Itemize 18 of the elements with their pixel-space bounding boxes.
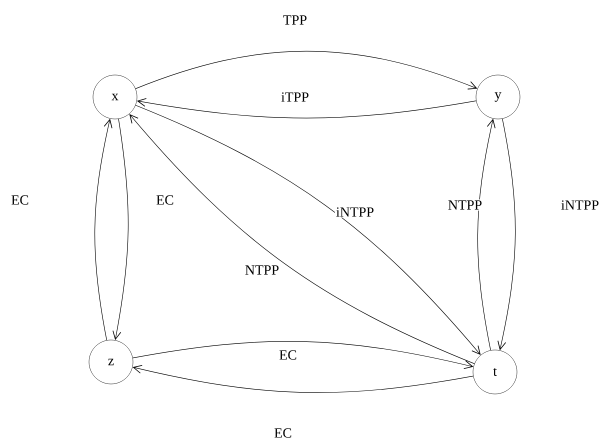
arrow: [112, 118, 128, 340]
edge-label: NTPP: [244, 264, 280, 276]
edge-label: iNTPP: [560, 199, 600, 211]
edge-label: EC: [278, 349, 298, 361]
arrow: [132, 341, 474, 370]
edge-label: TPP: [282, 14, 308, 26]
arrow: [94, 118, 112, 340]
edge-label: EC: [155, 194, 175, 206]
arrow: [498, 118, 516, 350]
edge-label: NTPP: [446, 199, 484, 211]
arrow: [136, 98, 476, 118]
arrow: [132, 364, 474, 393]
edge-label: EC: [273, 427, 293, 439]
arrow: [135, 50, 478, 90]
arrow: [477, 118, 496, 351]
edge-label: iTPP: [280, 91, 310, 103]
edge-label: iNTPP: [334, 206, 376, 218]
edge-label: EC: [10, 194, 30, 206]
